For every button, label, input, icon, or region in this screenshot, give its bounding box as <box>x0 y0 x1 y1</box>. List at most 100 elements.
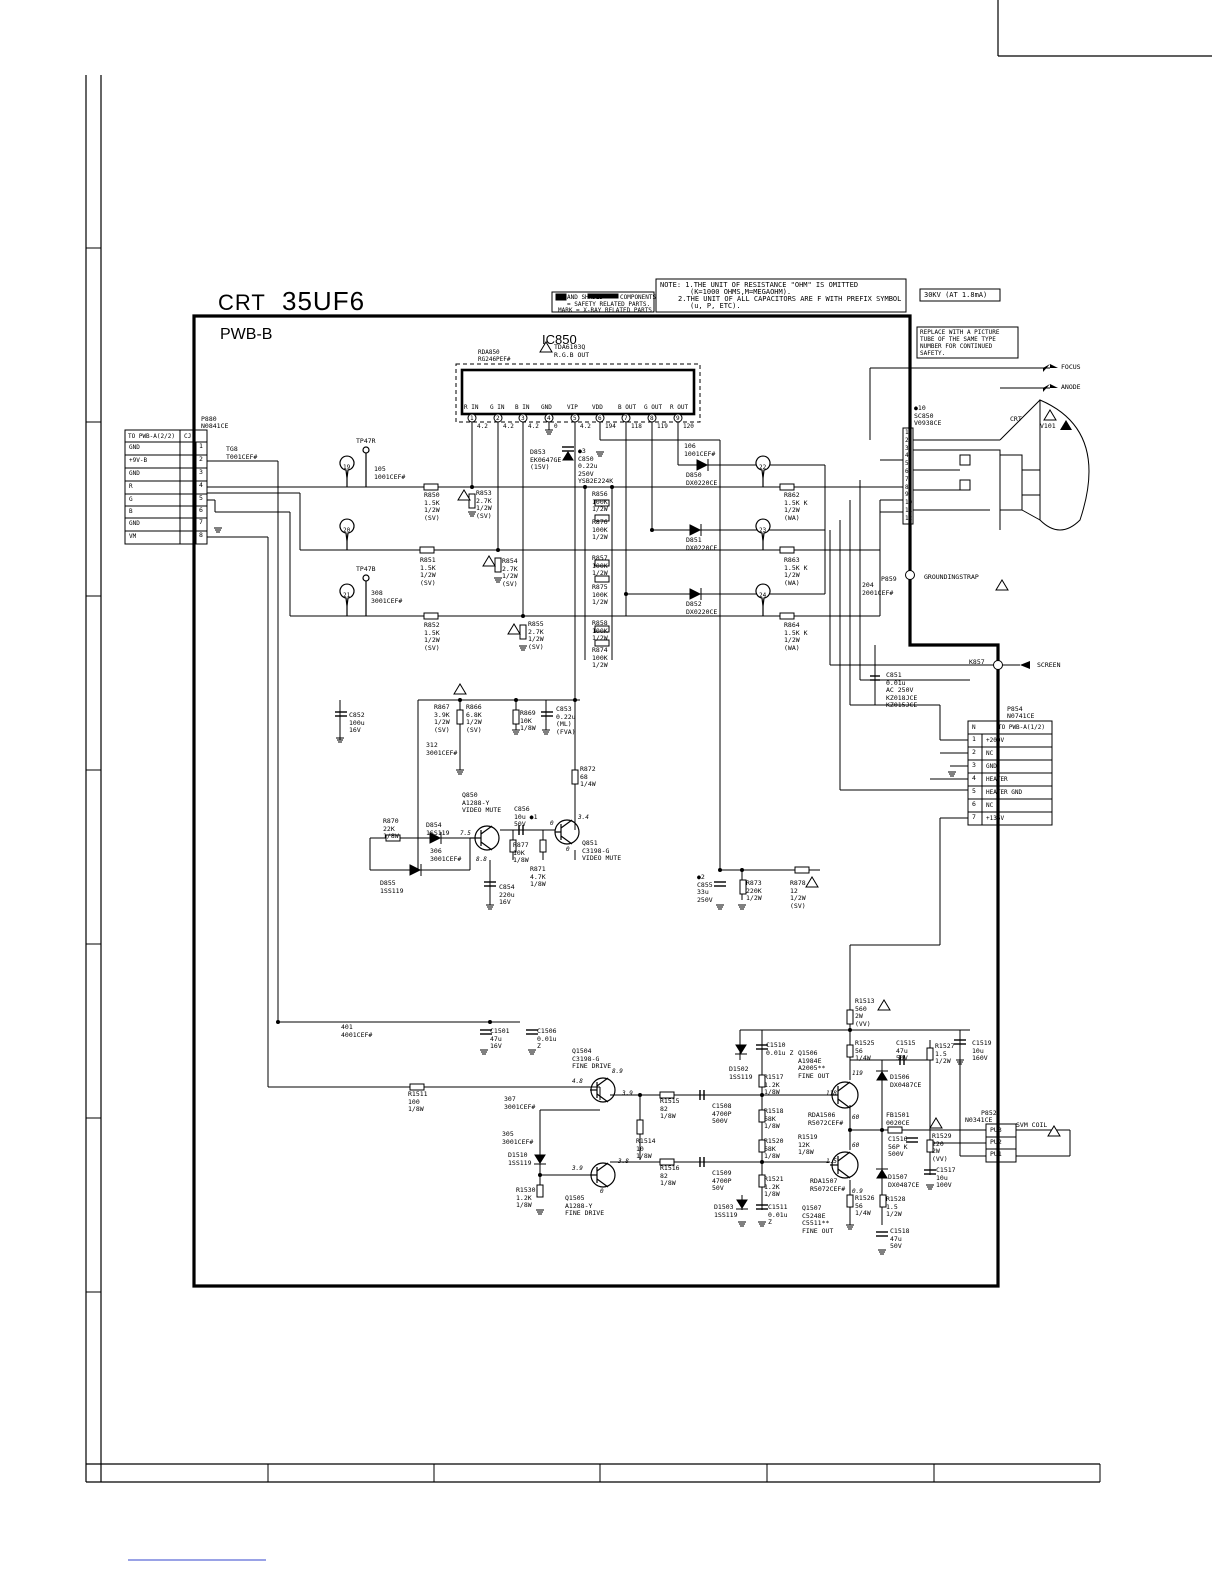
socket-ten-label: ●10 <box>914 404 926 412</box>
model-number: 35UF6 <box>282 286 366 316</box>
component-label-d1510: D1510 1SS119 <box>508 1151 532 1167</box>
component-label-r870: R870 22K 1/8W <box>383 817 399 840</box>
ic850-pin-voltage: 4.2 <box>528 423 539 430</box>
component-label-rda1507: RDA1507 R5072CEF# <box>810 1177 846 1193</box>
component-label-d854: D854 1SS119 <box>426 821 450 837</box>
socket-pin-number: 5 <box>905 460 909 468</box>
ic850-heatsink-2: RG246PEF# <box>478 356 511 363</box>
voltage-label: 7.5 <box>460 830 471 837</box>
p880-row-number: 2 <box>199 455 203 463</box>
p880-row-label: GND <box>129 470 140 477</box>
p854-row-label: NC <box>986 802 994 809</box>
component-label-r857: R857 100K 1/2W <box>592 554 608 577</box>
ic850-part: TDA6103Q <box>554 343 586 351</box>
p854-row-label: NC <box>986 750 994 757</box>
p854-name: P854 <box>1007 705 1023 713</box>
component-label-d1507: D1507 DX0487CE <box>888 1173 920 1189</box>
ic850-pin-voltage: 118 <box>631 423 642 430</box>
p854-row-number: 3 <box>972 761 976 769</box>
component-label-r1519: R1519 12K 1/8W <box>798 1133 818 1156</box>
focus-label: FOCUS <box>1061 363 1081 371</box>
p852-name: P852 <box>981 1109 997 1117</box>
safety-legend-3: = SAFETY RELATED PARTS. <box>567 301 651 308</box>
socket-pin-number: 6 <box>905 468 909 475</box>
socket-name: SC850 <box>914 412 934 420</box>
component-label-r876: R876 100K 1/2W <box>592 518 608 541</box>
component-label-d851: D851 DX0220CE <box>686 536 718 552</box>
ic850-desc: R.G.B OUT <box>554 351 590 359</box>
component-label-r1515: R1515 82 1/8W <box>660 1097 680 1120</box>
component-label-r858: R858 100K 1/2W <box>592 619 608 642</box>
component-label-r1520: R1520 68K 1/8W <box>764 1137 784 1160</box>
replace-note-2: TUBE OF THE SAME TYPE <box>920 336 996 343</box>
component-label-r1513: R1513 560 2W (VV) <box>855 997 875 1028</box>
voltage-label: 0 <box>550 820 554 827</box>
component-label-r1529: R1529 220 2W (VV) <box>932 1132 952 1163</box>
p854-header-n: N <box>972 724 976 731</box>
p880-part: N0841CE <box>201 422 229 430</box>
ic850-pin-voltage: 120 <box>683 423 694 430</box>
p854-row-label: HEATER <box>986 776 1008 783</box>
component-label-d855: D855 1SS119 <box>380 879 404 895</box>
component-label-c850: ●3 C850 0.22u 250V YSB2E224K <box>578 447 614 485</box>
component-label-r878: R878 12 1/2W (SV) <box>790 879 806 910</box>
p880-row-label: R <box>129 483 133 490</box>
note-line-4: (u, P, ETC). <box>690 302 741 310</box>
component-label-r1518: R1518 68K 1/8W <box>764 1107 784 1130</box>
ic850-pin-label: GND <box>541 404 552 411</box>
p880-row-number: 8 <box>199 531 203 539</box>
socket-pin-number: 8 <box>905 483 909 491</box>
component-label-tg8: TG8 T001CEF# <box>226 445 258 461</box>
schematic-title: CRT <box>218 290 266 315</box>
socket-pin-number: 12 <box>905 514 913 522</box>
screen-label: SCREEN <box>1037 661 1061 669</box>
ic850-pin-number: 5 <box>573 415 577 422</box>
v101-label: V101 <box>1040 422 1056 430</box>
ic850-name: IC850 <box>542 332 577 347</box>
component-label-r877: R877 10K 1/8W <box>513 841 529 864</box>
p854-part: N0741CE <box>1007 712 1035 720</box>
ic850-pin-voltage: 0 <box>554 423 558 430</box>
p852-pin-pu3: PU3 <box>990 1126 1002 1134</box>
socket-pin-number: 7 <box>905 475 909 483</box>
p852-pin-pu1: PU1 <box>990 1150 1002 1158</box>
ic850-pin-voltage: 4.2 <box>580 423 591 430</box>
ic850-pin-voltage: 4.2 <box>477 423 488 430</box>
p854-row-label: HEATER GND <box>986 789 1023 796</box>
component-label-q850: Q850 A1288-Y VIDEO MUTE <box>462 791 502 814</box>
p880-row-label: G <box>129 496 133 503</box>
ic850-heatsink-1: RDA850 <box>478 349 500 356</box>
socket-pin-number: 9 <box>905 491 909 499</box>
socket-pin-number: 10 <box>905 499 913 507</box>
test-marker-label: 24 <box>759 592 767 599</box>
component-label-c1506: C1506 0.01u Z <box>537 1027 557 1050</box>
svm-coil-label: SVM COIL <box>1016 1121 1048 1129</box>
component-label-c1509: C1509 4700P 50V <box>712 1169 732 1192</box>
p880-row-number: 1 <box>199 442 203 450</box>
component-label-c1517: C1517 10u 100V <box>936 1166 956 1189</box>
ic850-pin-label: R OUT <box>670 404 689 411</box>
ic850-pin-number: 1 <box>470 415 474 422</box>
p854-row-number: 2 <box>972 748 976 756</box>
voltage-label: 3.4 <box>578 814 589 821</box>
ic850-pin-label: G IN <box>490 404 505 411</box>
ic850-pin-voltage: 4.2 <box>503 423 514 430</box>
component-label-j307: 307 3001CEF# <box>504 1095 536 1111</box>
p880-row-label: B <box>129 508 133 515</box>
ic850-pin-label: G OUT <box>644 404 663 411</box>
p854-row-number: 7 <box>972 813 976 821</box>
component-label-d850: D850 DX0220CE <box>686 471 718 487</box>
component-label-q1507: Q1507 C5248E C5511** FINE OUT <box>802 1204 834 1235</box>
component-label-c855: ●2 C855 33u 250V <box>697 873 713 904</box>
p880-header: TO PWB-A(2/2) <box>128 433 175 440</box>
p880-name: P880 <box>201 415 217 423</box>
component-label-j106: 106 1001CEF# <box>684 442 716 458</box>
p854-row-label: GND <box>986 763 997 770</box>
component-label-j401: 401 4001CEF# <box>341 1023 373 1039</box>
component-label-c851: C851 0.01u AC 250V KZ018JCE KZ015JCE <box>886 671 918 709</box>
ic850-pin-number: 6 <box>598 415 602 422</box>
p880-row-label: +9V-B <box>129 457 148 464</box>
socket-pin-number: 1 <box>905 429 909 436</box>
p859-label: P859 <box>881 575 897 583</box>
component-label-r1527: R1527 1.5 1/2W <box>935 1042 955 1065</box>
